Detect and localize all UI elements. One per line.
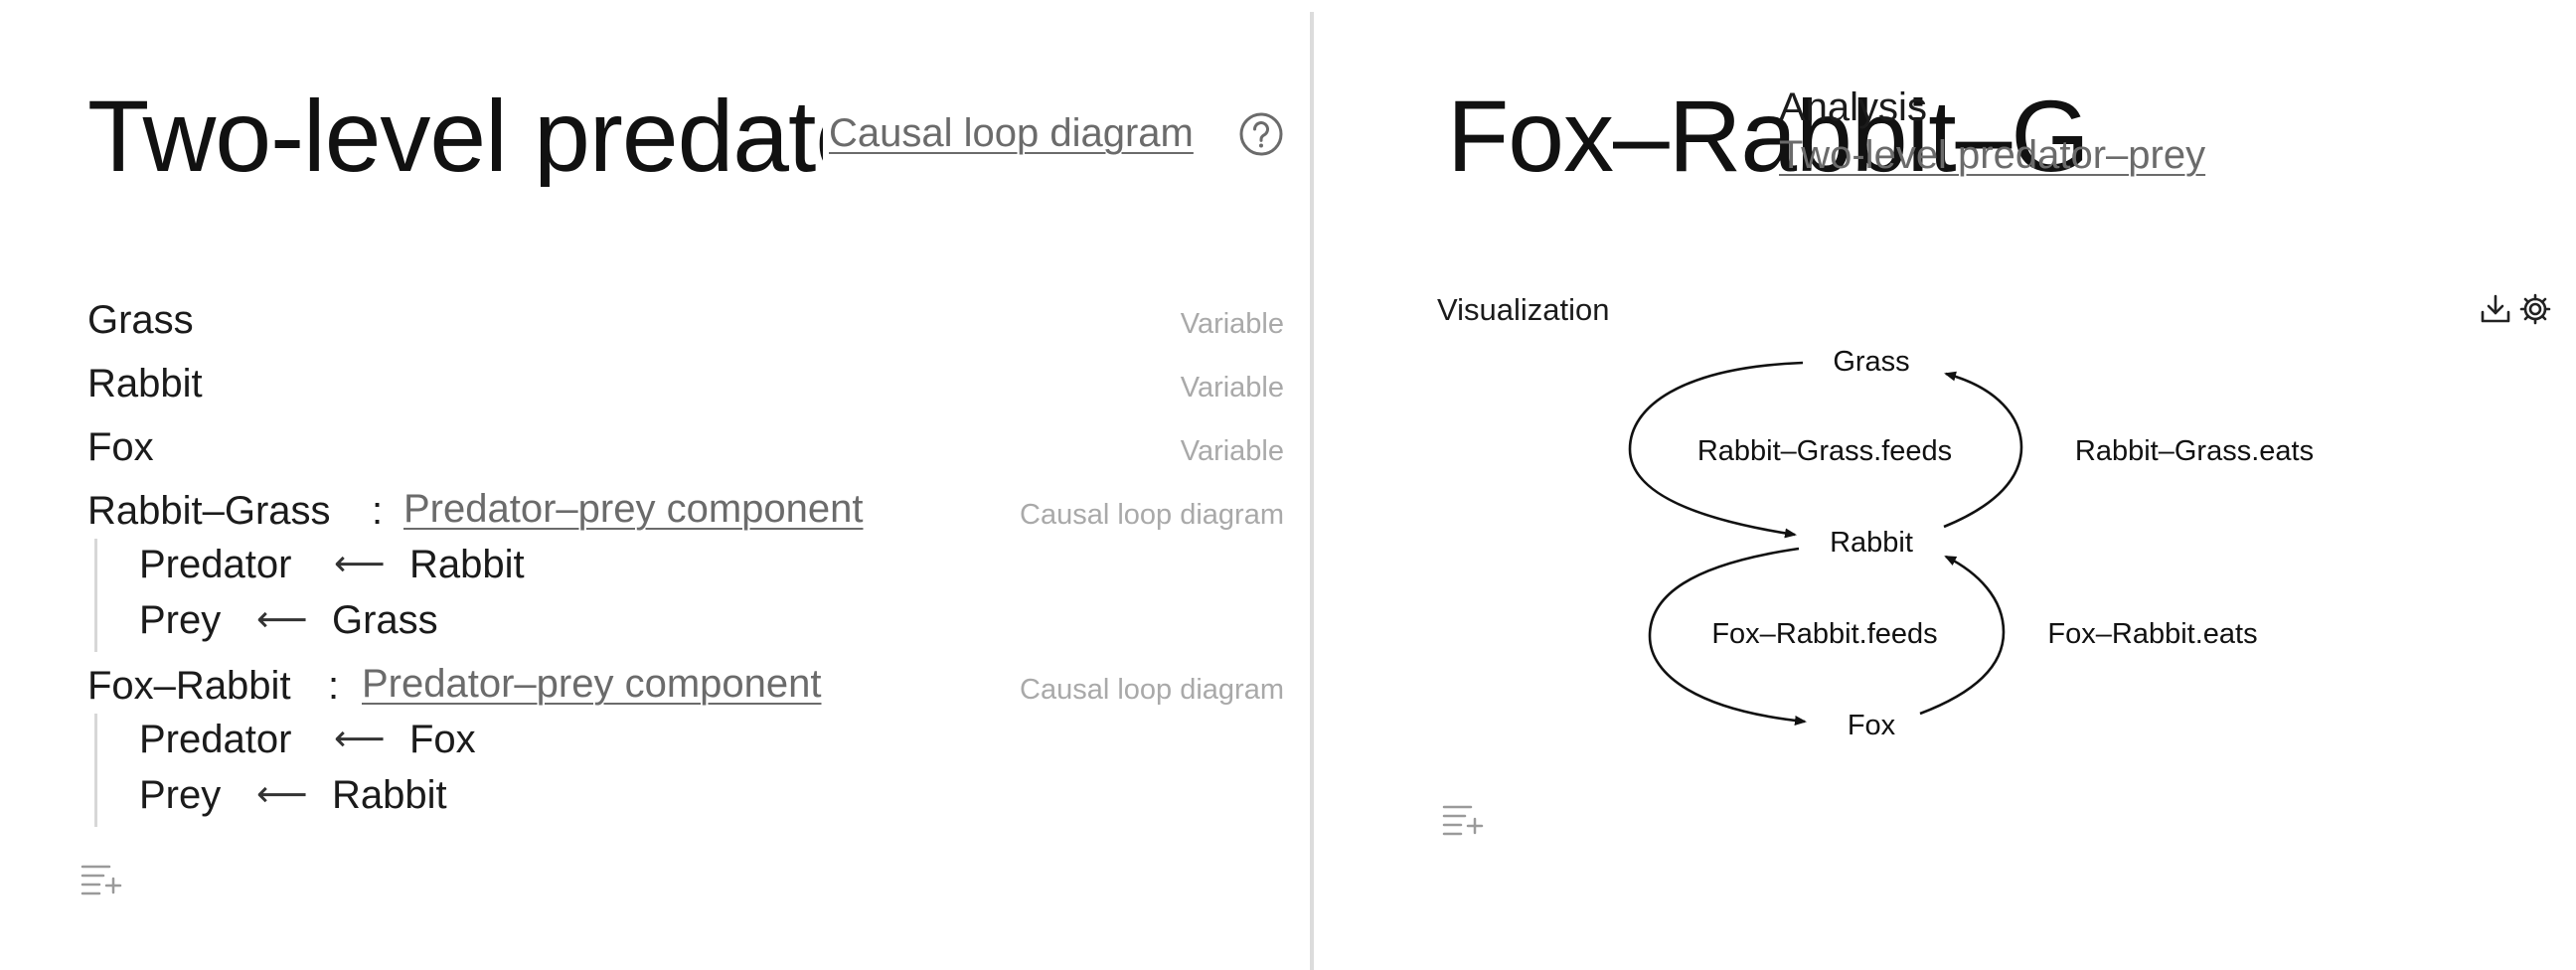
variable-row-fox[interactable]: Fox Variable (87, 419, 1284, 475)
variable-row-rabbit[interactable]: Rabbit Variable (87, 356, 1284, 411)
analysis-type-label: Analysis (1779, 85, 1927, 129)
binding-arrow-icon: ⟵ (256, 598, 308, 639)
graph-node-fox: Fox (1848, 710, 1896, 741)
binding-target[interactable]: Fox (409, 718, 476, 761)
binding-group-bar (94, 714, 97, 827)
binding-role: Predator (139, 543, 292, 586)
instance-kind-label: Causal loop diagram (1020, 499, 1284, 531)
component-link[interactable]: Predator–prey component (362, 662, 822, 706)
instance-kind-label: Causal loop diagram (1020, 674, 1284, 706)
instance-row-fox-rabbit[interactable]: Fox–Rabbit : Predator–prey component Cau… (87, 658, 1284, 714)
instance-name[interactable]: Fox–Rabbit (87, 664, 291, 708)
theory-link[interactable]: Causal loop diagram (829, 111, 1194, 155)
model-pane: Two-level predator–prey Causal loop diag… (80, 85, 1284, 896)
graph-node-rabbit: Rabbit (1830, 527, 1913, 559)
gear-icon[interactable] (2518, 292, 2552, 326)
variable-kind-label: Variable (1180, 308, 1284, 340)
add-cell-icon[interactable] (1441, 801, 1485, 837)
edge-label: Rabbit–Grass.feeds (1697, 435, 1952, 467)
binding-arrow-icon: ⟵ (334, 718, 386, 758)
binding-target[interactable]: Grass (332, 598, 438, 642)
pane-divider[interactable] (1310, 12, 1314, 970)
binding-arrow-icon: ⟵ (256, 773, 308, 814)
edge-rabbit-grass-feeds (1628, 361, 1804, 539)
type-separator: : (328, 664, 340, 708)
variable-name[interactable]: Rabbit (87, 362, 203, 405)
causal-loop-graph: Grass Rabbit Fox Rabbit–Grass.feeds Rabb… (1628, 346, 2314, 741)
instance-name[interactable]: Rabbit–Grass (87, 489, 331, 533)
download-icon[interactable] (2479, 292, 2512, 326)
variable-name[interactable]: Grass (87, 298, 194, 342)
edge-fox-rabbit-feeds (1648, 547, 1807, 726)
variable-row-grass[interactable]: Grass Variable (87, 292, 1284, 348)
binding-target[interactable]: Rabbit (332, 773, 447, 817)
variable-kind-label: Variable (1180, 372, 1284, 404)
edge-rabbit-grass-eats (1943, 371, 2023, 529)
edge-label: Fox–Rabbit.feeds (1711, 618, 1937, 650)
variable-name[interactable]: Fox (87, 425, 154, 469)
variable-kind-label: Variable (1180, 435, 1284, 467)
edge-fox-rabbit-eats (1919, 555, 2006, 716)
binding-role: Prey (139, 773, 222, 817)
component-link[interactable]: Predator–prey component (403, 487, 864, 531)
model-title[interactable]: Two-level predator–prey (87, 85, 823, 187)
binding-arrow-icon: ⟵ (334, 543, 386, 583)
binding-role: Predator (139, 718, 292, 761)
type-separator: : (372, 489, 384, 533)
add-cell-icon[interactable] (80, 861, 123, 896)
binding-group-bar (94, 539, 97, 652)
analysis-title[interactable]: Fox–Rabbit–Grass (1447, 85, 2093, 187)
analyzed-model-link[interactable]: Two-level predator–prey (1779, 133, 2206, 177)
graph-node-grass: Grass (1833, 346, 1909, 378)
edge-label: Rabbit–Grass.eats (2075, 435, 2314, 467)
binding-target[interactable]: Rabbit (409, 543, 525, 586)
edge-label: Fox–Rabbit.eats (2047, 618, 2257, 650)
binding-role: Prey (139, 598, 222, 642)
visualization-label: Visualization (1437, 292, 1610, 327)
instance-row-rabbit-grass[interactable]: Rabbit–Grass : Predator–prey component C… (87, 483, 1284, 539)
help-circle-icon[interactable] (1238, 111, 1284, 157)
